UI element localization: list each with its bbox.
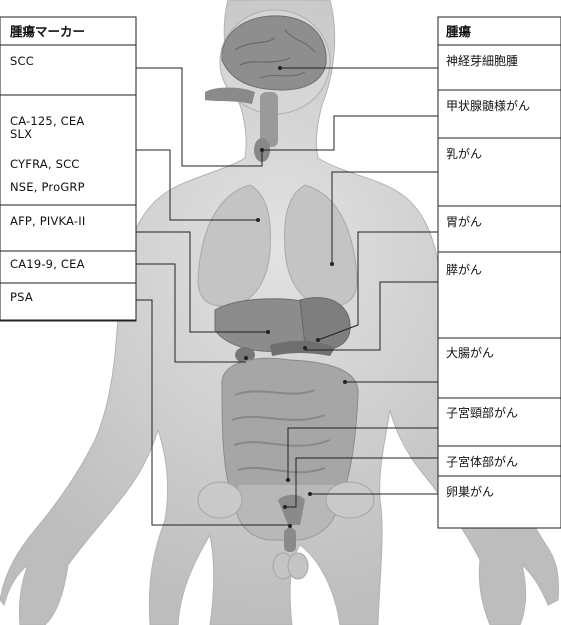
cancer-medullary-thyroid: 甲状腺髄様がん — [446, 99, 530, 113]
marker-header: 腫瘍マーカー — [10, 25, 85, 39]
nasal-cavity — [205, 88, 255, 105]
abdominal-organs — [215, 298, 350, 363]
cancer-ovarian: 卵巣がん — [446, 485, 494, 499]
cancer-pancreas: 膵がん — [446, 263, 482, 277]
hip-joint-left — [198, 482, 242, 518]
cancer-breast: 乳がん — [446, 147, 482, 161]
marker-slx: SLX — [10, 127, 32, 141]
cancer-header: 腫瘍 — [446, 25, 471, 39]
marker-nse-progrp: NSE, ProGRP — [10, 180, 85, 194]
marker-cyfra-scc: CYFRA, SCC — [10, 157, 80, 171]
brain-organ — [222, 16, 326, 90]
marker-ca199-cea: CA19-9, CEA — [10, 257, 85, 271]
marker-scc: SCC — [10, 54, 34, 68]
cancer-endometrial: 子宮体部がん — [446, 455, 518, 469]
marker-afp-pivka: AFP, PIVKA-II — [10, 214, 85, 228]
marker-ca125-cea: CA-125, CEA — [10, 114, 84, 128]
hip-joint-right — [326, 482, 374, 518]
cancer-cervical: 子宮頸部がん — [446, 406, 518, 420]
marker-psa: PSA — [10, 290, 33, 304]
cancer-colorectal: 大腸がん — [446, 346, 494, 360]
prostate-organ — [284, 528, 296, 552]
cancer-stomach: 胃がん — [446, 215, 482, 229]
cancer-neuroblastoma: 神経芽細胞腫 — [446, 54, 518, 68]
